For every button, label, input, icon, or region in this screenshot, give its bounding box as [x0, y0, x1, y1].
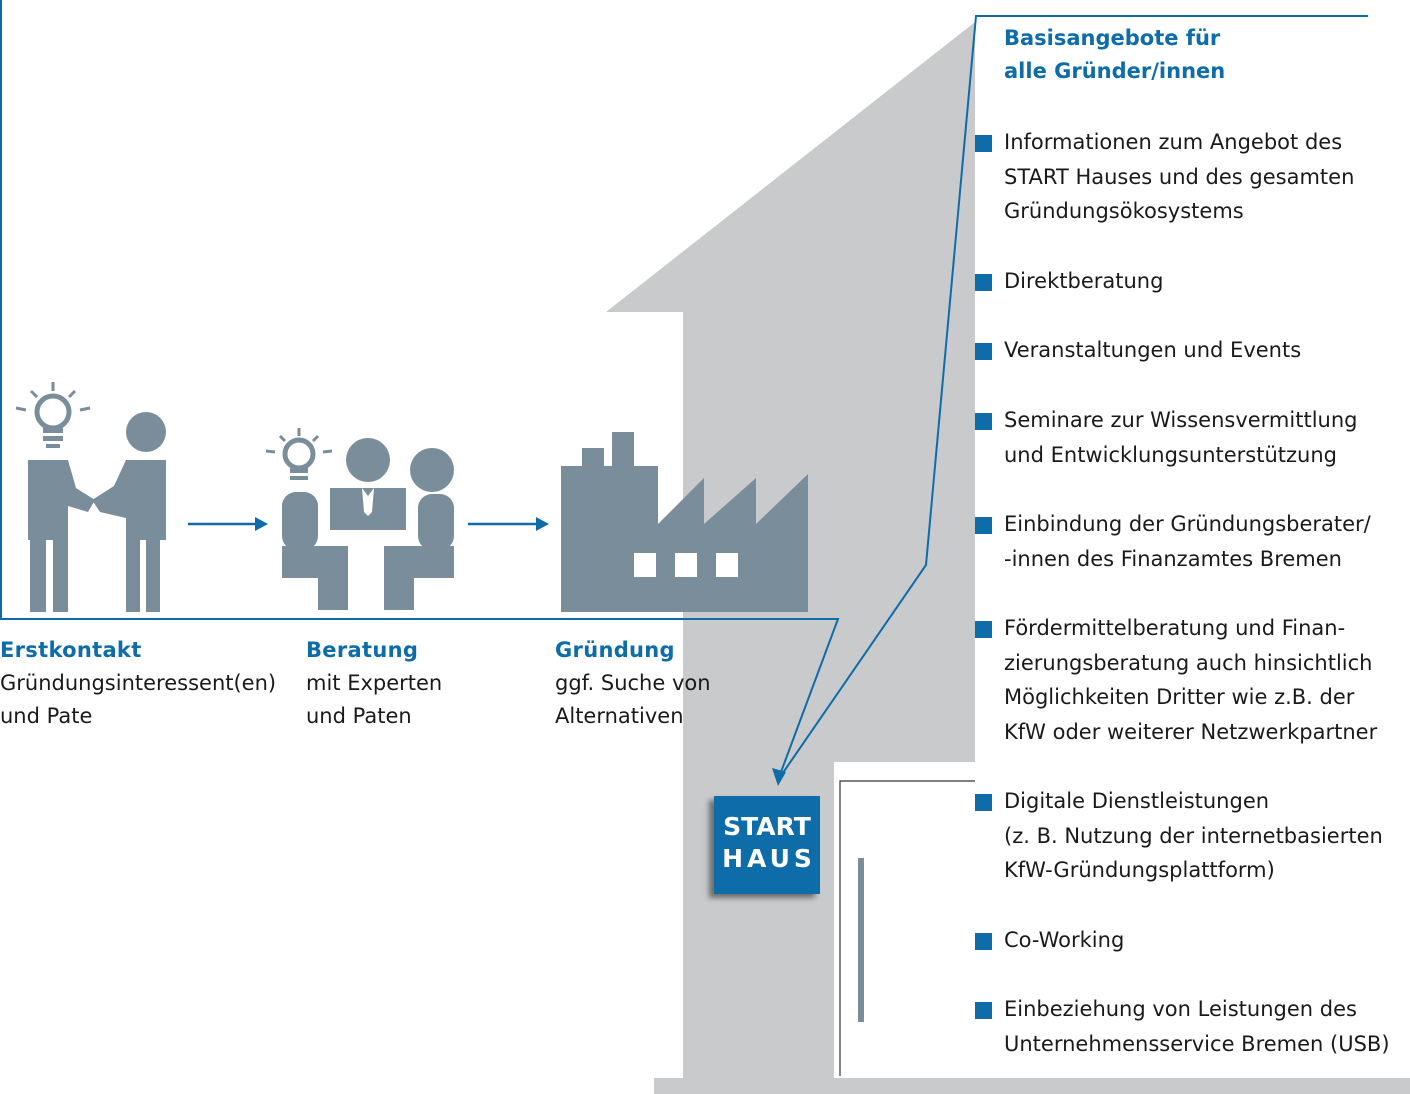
heading-line: alle Gründer/innen	[1004, 59, 1226, 83]
offer-text: und Entwicklungsunterstützung	[1004, 442, 1337, 467]
offer-item: Informationen zum Angebot des START Haus…	[975, 125, 1354, 229]
offer-item: Einbindung der Gründungsberater/ -innen …	[975, 507, 1371, 576]
bullet-square-icon	[975, 1002, 992, 1019]
door-icon	[839, 780, 975, 1076]
offer-text: Direktberatung	[1004, 269, 1164, 293]
step-title: Gründung	[555, 638, 675, 662]
door-panel	[834, 762, 975, 1078]
offer-item: Seminare zur Wissensvermittlung und Entw…	[975, 403, 1357, 472]
offer-item: Digitale Dienstleistungen (z. B. Nutzung…	[975, 784, 1383, 888]
step-gruendung: Gründung ggf. Suche von Alternativen	[555, 634, 711, 733]
bullet-square-icon	[975, 517, 992, 534]
bullet-square-icon	[975, 135, 992, 152]
bullet-square-icon	[975, 343, 992, 360]
offer-text: Fördermittelberatung und Finan-	[1004, 616, 1346, 640]
offer-text: Seminare zur Wissensvermittlung	[1004, 408, 1358, 432]
step-erstkontakt: Erstkontakt Gründungsinteressent(en) und…	[0, 634, 276, 733]
lightbulb-icon	[15, 382, 91, 448]
offer-text: Möglichkeiten Dritter wie z.B. der	[1004, 685, 1355, 709]
step-text: Gründungsinteressent(en)	[0, 671, 277, 695]
offer-text: -innen des Finanzamtes Bremen	[1004, 546, 1342, 571]
step-title: Erstkontakt	[0, 638, 142, 662]
bullet-square-icon	[975, 794, 992, 811]
offer-item: Einbeziehung von Leistungen des Unterneh…	[975, 992, 1390, 1061]
consultation-meeting-icon	[265, 428, 454, 610]
lightbulb-icon	[265, 428, 333, 480]
offer-text: Unternehmensservice Bremen (USB)	[1004, 1031, 1390, 1056]
offer-item: Direktberatung	[975, 264, 1163, 299]
offer-text: KfW oder weiterer Netzwerkpartner	[1004, 719, 1378, 744]
offer-text: KfW-Gründungsplattform)	[1004, 858, 1275, 882]
logo-line-1: START	[723, 812, 811, 841]
heading-line: Basisangebote für	[1004, 26, 1221, 50]
offer-text: (z. B. Nutzung der internetbasierten	[1004, 823, 1383, 848]
step-title: Beratung	[306, 638, 419, 662]
logo-line-2: HAUS	[722, 844, 816, 873]
frame-lines	[0, 0, 1368, 781]
factory-icon	[561, 432, 808, 612]
bullet-square-icon	[975, 413, 992, 430]
start-haus-logo: START HAUS	[714, 796, 820, 894]
offer-item: Veranstaltungen und Events	[975, 333, 1301, 368]
offers-heading: Basisangebote für alle Gründer/innen	[1004, 22, 1225, 88]
step-text: und Pate	[0, 704, 93, 728]
offer-text: zierungsberatung auch hinsichtlich	[1004, 650, 1373, 675]
pointer-arrowhead	[772, 768, 786, 786]
bullet-square-icon	[975, 274, 992, 291]
bullet-square-icon	[975, 621, 992, 638]
handshake-with-idea-icon	[15, 382, 166, 612]
bullet-square-icon	[975, 933, 992, 950]
offer-text: Einbindung der Gründungsberater/	[1004, 512, 1371, 536]
step-text: mit Experten	[306, 671, 443, 695]
offer-item: Fördermittelberatung und Finan- zierungs…	[975, 611, 1377, 749]
step-beratung: Beratung mit Experten und Paten	[306, 634, 442, 733]
offer-text: START Hauses und des gesamten	[1004, 164, 1355, 189]
offer-text: Informationen zum Angebot des	[1004, 130, 1343, 154]
offer-text: Einbeziehung von Leistungen des	[1004, 997, 1357, 1021]
step-text: und Paten	[306, 704, 412, 728]
offer-item: Co-Working	[975, 923, 1124, 958]
step-text: ggf. Suche von	[555, 671, 711, 695]
offer-text: Co-Working	[1004, 928, 1125, 952]
offer-text: Veranstaltungen und Events	[1004, 338, 1302, 362]
ground-strip	[654, 1078, 1410, 1094]
step-text: Alternativen	[555, 704, 684, 728]
offer-text: Digitale Dienstleistungen	[1004, 789, 1270, 813]
offer-text: Gründungsökosystems	[1004, 199, 1244, 223]
